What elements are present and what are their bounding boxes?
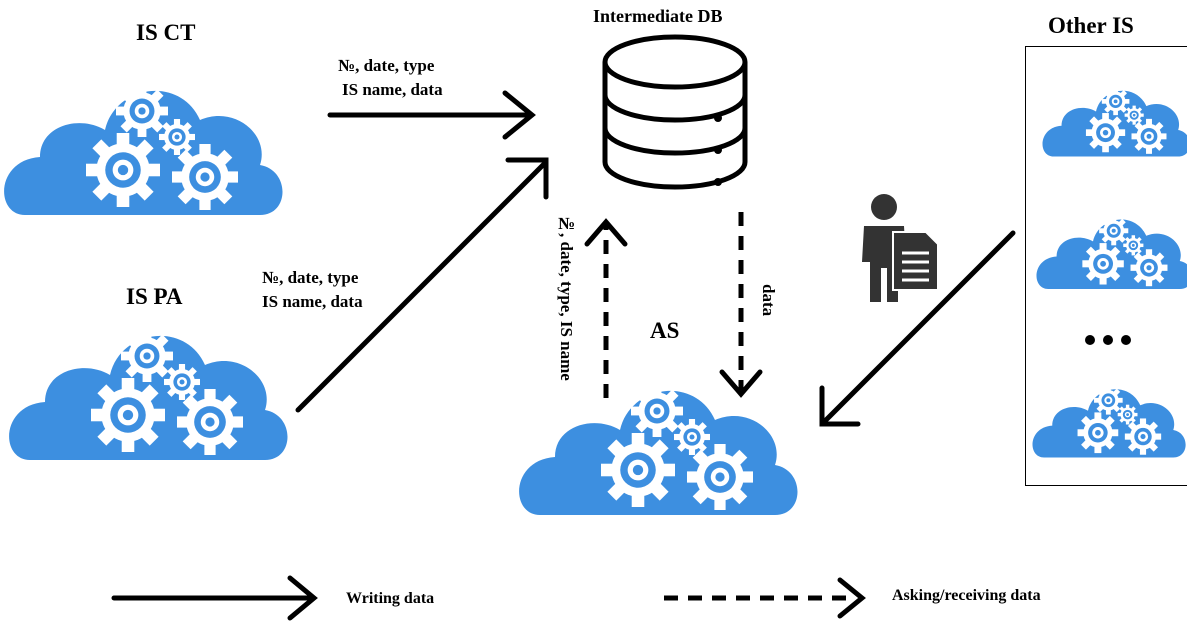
arrow-as-to-db: [584, 218, 628, 398]
is-pa-cloud-icon: [9, 330, 287, 460]
is-pa-label: IS PA: [126, 284, 183, 309]
legend-dashed-label: Asking/receiving data: [892, 587, 1041, 604]
as-label: AS: [650, 318, 680, 343]
database-icon: [602, 34, 748, 190]
legend-solid-arrow: [111, 575, 318, 621]
is-ct-cloud-icon: [4, 85, 282, 215]
ellipsis-icon: [1085, 335, 1131, 345]
other-is-label: Other IS: [1048, 13, 1134, 38]
edge-label-db-to-as: data: [759, 284, 778, 317]
edge-label-ct-line2: IS name, data: [342, 80, 443, 99]
arrow-other-to-as: [819, 230, 1016, 427]
edge-label-ct-line1: №, date, type: [338, 56, 435, 75]
arrow-pa-to-db: [295, 157, 549, 413]
intermediate-db-label: Intermediate DB: [593, 6, 723, 26]
is-ct-label: IS CT: [136, 20, 196, 45]
edge-label-as-to-db: №, date, type, IS name: [557, 214, 576, 381]
person-document-icon: [862, 194, 939, 302]
legend-dashed-arrow: [664, 577, 866, 619]
other-is-container: [1025, 46, 1187, 486]
arrow-db-to-as: [719, 212, 763, 398]
as-cloud-icon: [519, 385, 797, 515]
edge-label-pa-line1: №, date, type: [262, 268, 359, 287]
arrow-ct-to-db: [327, 90, 536, 140]
legend-solid-label: Writing data: [346, 590, 435, 607]
edge-label-pa-line2: IS name, data: [262, 292, 363, 311]
